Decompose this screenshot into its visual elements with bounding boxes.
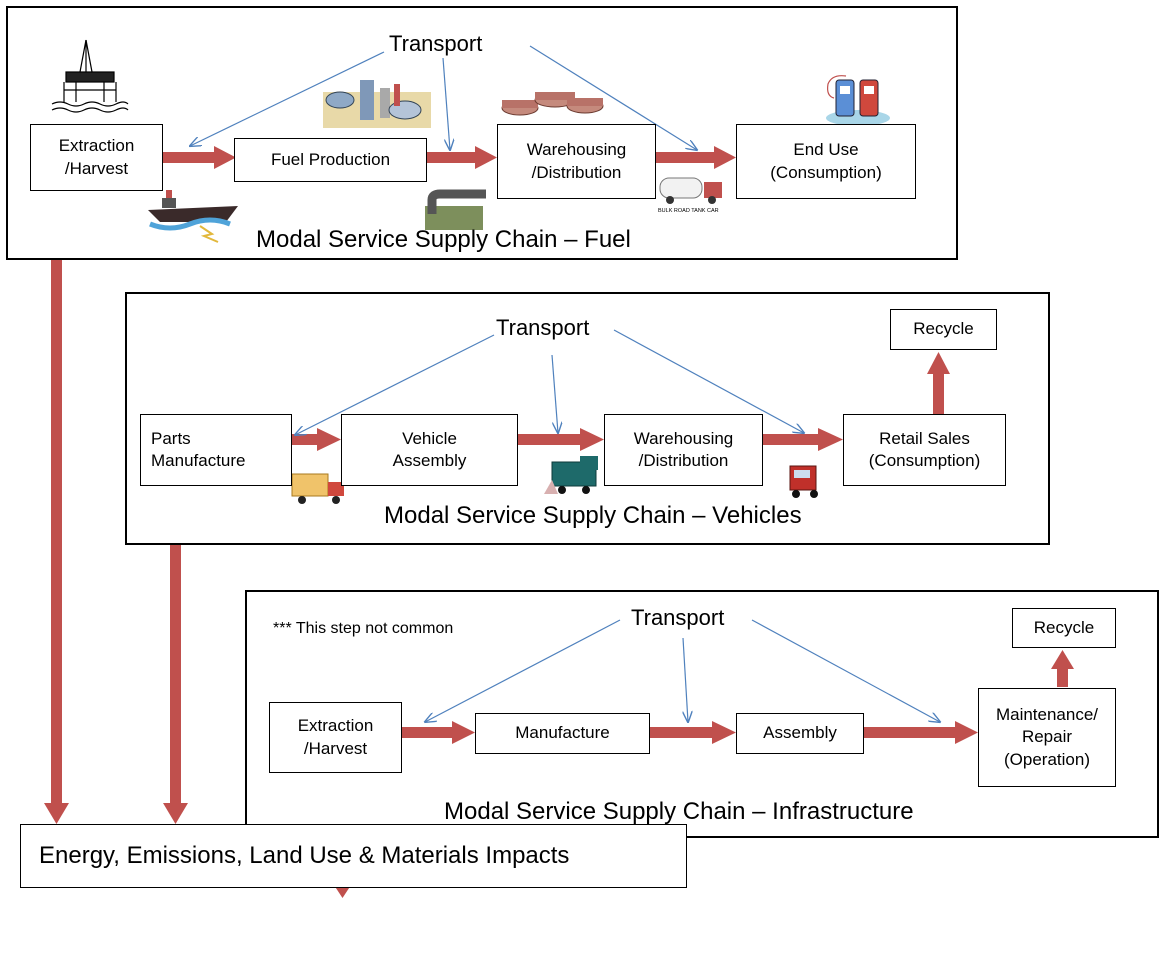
vehicle-step-assembly: Vehicle Assembly bbox=[341, 414, 518, 486]
vehicle-transport-lines bbox=[295, 329, 804, 435]
infra-caption: Modal Service Supply Chain – Infrastruct… bbox=[444, 798, 914, 825]
infra-transport-label: Transport bbox=[631, 605, 725, 630]
infra-step-manufacture: Manufacture bbox=[475, 713, 650, 754]
oil-rig-icon bbox=[51, 39, 129, 113]
fuel-transport-label: Transport bbox=[389, 31, 483, 56]
locomotive-icon bbox=[544, 456, 598, 494]
vehicle-recycle-arrow bbox=[927, 352, 950, 414]
vehicle-step-warehousing: Warehousing /Distribution bbox=[604, 414, 763, 486]
tank-truck-icon: BULK ROAD TANK CAR bbox=[658, 177, 722, 214]
infra-flow-arrow bbox=[402, 721, 475, 744]
vehicle-step-retail: Retail Sales (Consumption) bbox=[843, 414, 1006, 486]
fuel-transport-lines bbox=[190, 45, 697, 150]
fuel-caption: Modal Service Supply Chain – Fuel bbox=[256, 226, 631, 253]
vehicle-caption: Modal Service Supply Chain – Vehicles bbox=[384, 502, 802, 529]
infra-step-maintenance: Maintenance/ Repair (Operation) bbox=[978, 688, 1116, 787]
infra-note: *** This step not common bbox=[273, 620, 454, 637]
vehicle-flow-arrow bbox=[291, 428, 341, 451]
fuel-flow-arrow bbox=[163, 146, 236, 169]
fuel-step-warehousing: Warehousing /Distribution bbox=[497, 124, 656, 199]
vehicle-flow-arrow bbox=[763, 428, 843, 451]
infra-step-extraction: Extraction /Harvest bbox=[269, 702, 402, 773]
infra-step-assembly: Assembly bbox=[736, 713, 864, 754]
vehicle-step-parts: Parts Manufacture bbox=[140, 414, 292, 486]
tank-truck-caption: BULK ROAD TANK CAR bbox=[658, 208, 719, 214]
infra-flow-arrow bbox=[864, 721, 978, 744]
impacts-box: Energy, Emissions, Land Use & Materials … bbox=[20, 824, 687, 888]
vehicle-recycle: Recycle bbox=[890, 309, 997, 350]
semi-truck-icon bbox=[789, 465, 818, 498]
refinery-icon bbox=[323, 80, 431, 128]
tanker-ship-icon bbox=[148, 190, 238, 243]
fuel-impact-arrow bbox=[44, 260, 69, 824]
infra-recycle: Recycle bbox=[1012, 608, 1116, 648]
pipeline-icon bbox=[425, 189, 486, 230]
infra-flow-arrow bbox=[650, 721, 736, 744]
vehicle-transport-label: Transport bbox=[496, 315, 590, 340]
fuel-flow-arrow bbox=[656, 146, 736, 169]
vehicle-impact-arrow bbox=[163, 545, 188, 824]
storage-tanks-icon bbox=[501, 92, 604, 116]
vehicle-flow-arrow bbox=[518, 428, 604, 451]
fuel-step-production: Fuel Production bbox=[234, 138, 427, 182]
box-truck-icon bbox=[291, 473, 344, 504]
fuel-step-extraction: Extraction /Harvest bbox=[30, 124, 163, 191]
infra-transport-lines bbox=[425, 619, 940, 722]
fuel-pump-icon bbox=[826, 75, 890, 126]
fuel-flow-arrow bbox=[426, 146, 497, 169]
infra-recycle-arrow bbox=[1051, 650, 1074, 687]
fuel-step-end-use: End Use (Consumption) bbox=[736, 124, 916, 199]
